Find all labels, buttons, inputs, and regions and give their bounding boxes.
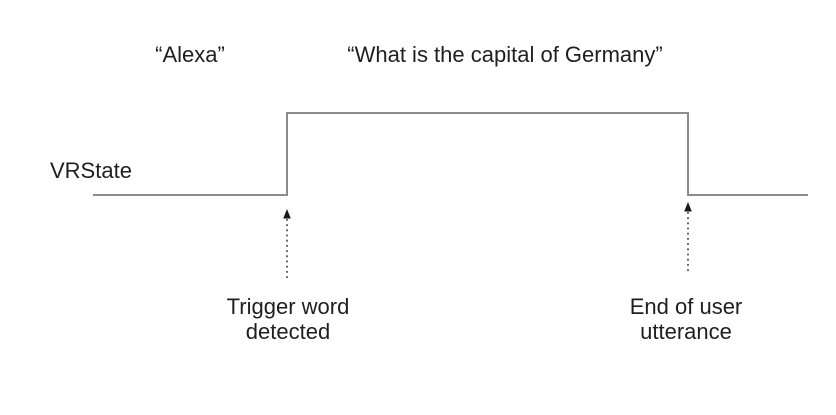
- falling-edge-arrowhead-icon: [684, 202, 692, 212]
- user-query-phrase: “What is the capital of Germany”: [347, 42, 663, 67]
- falling-edge-annotation: End of user utterance: [629, 294, 743, 344]
- falling-edge-arrow: [684, 202, 692, 271]
- wake-word-phrase: “Alexa”: [155, 42, 225, 67]
- rising-edge-annotation: Trigger word detected: [226, 294, 350, 344]
- vrstate-signal-line: [93, 112, 808, 196]
- signal-name-label: VRState: [50, 158, 132, 183]
- rising-edge-arrowhead-icon: [283, 209, 291, 219]
- rising-edge-arrow: [283, 209, 291, 278]
